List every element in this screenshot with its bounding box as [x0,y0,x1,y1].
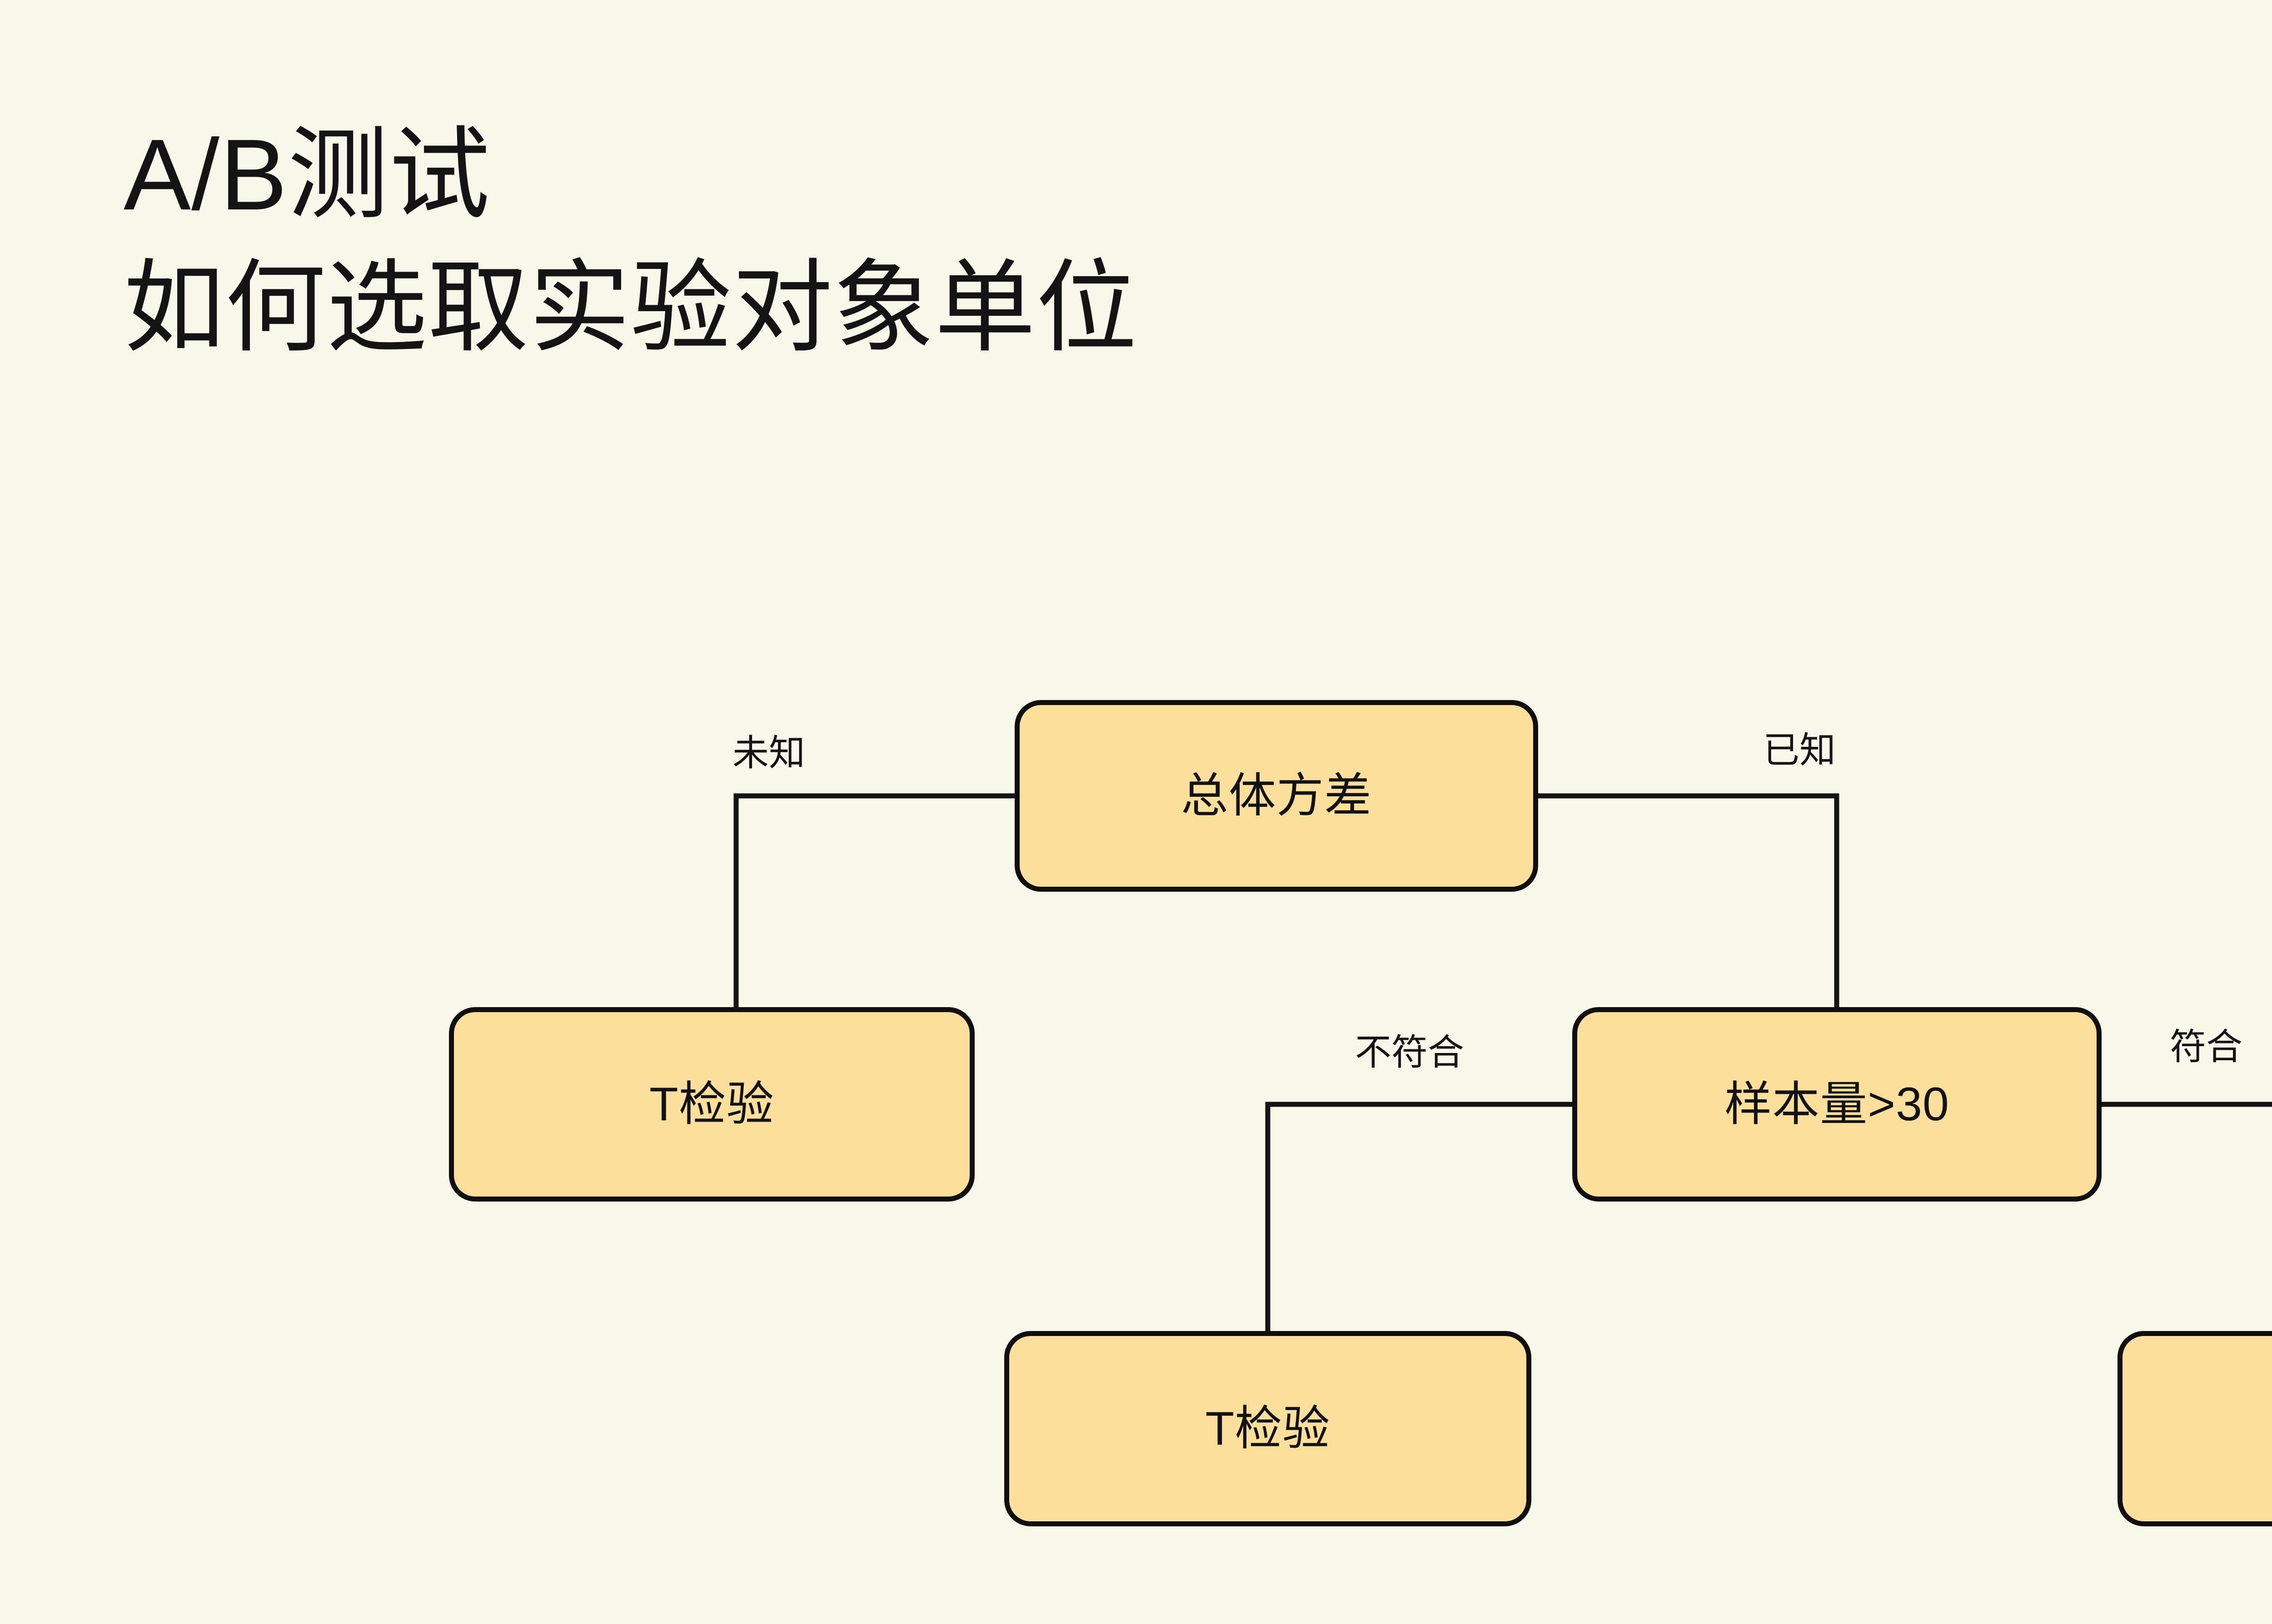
heading-block: A/B测试 如何选取实验对象单位 [124,114,2032,370]
node-t-test-mid-label: T检验 [1205,1402,1330,1455]
node-t-test-left-label: T检验 [649,1078,774,1131]
node-t-test-mid[interactable]: T检验 [1004,1331,1531,1526]
node-sample-size-label: 样本量>30 [1724,1078,1949,1131]
edge-sample-to-t-test [1265,1102,1572,1331]
edge-root-to-t-test-left [733,793,1015,1007]
node-root[interactable]: 总体方差 [1015,700,1538,892]
node-root-label: 总体方差 [1181,770,1372,822]
node-sample-size[interactable]: 样本量>30 [1572,1007,2102,1202]
edge-label-unknown: 未知 [732,733,805,773]
edge-label-known: 已知 [1763,730,1836,770]
page-subtitle: 如何选取实验对象单位 [124,251,1138,364]
page-title: A/B测试 [124,119,491,231]
edge-root-to-sample-size [1538,793,1839,1007]
edge-label-not-satisfied: 不符合 [1355,1032,1464,1073]
node-t-test-left[interactable]: T检验 [449,1007,975,1202]
edge-label-satisfied: 符合 [2170,1027,2242,1067]
node-z-test[interactable]: Z检验 [2118,1331,2272,1526]
edge-sample-to-z-test [2102,1102,2272,1107]
